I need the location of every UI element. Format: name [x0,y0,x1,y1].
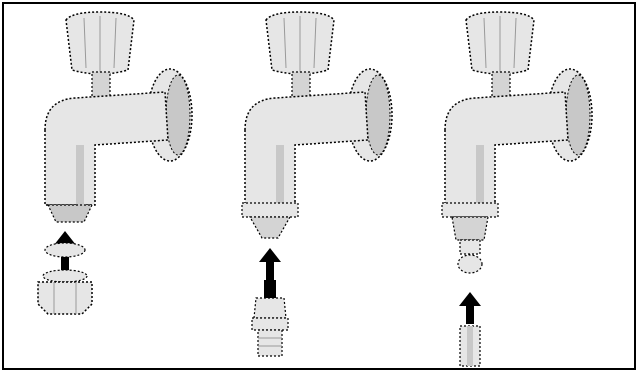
panel-2 [242,12,392,357]
hose-icon [459,325,481,367]
panel-3 [442,12,592,367]
arrow-up-icon [459,292,481,324]
tap-icon [445,12,592,205]
threaded-adapter-icon [37,269,93,315]
arrow-up-icon [259,248,281,280]
hose-coupling-icon [251,280,289,357]
tap-icon [45,12,192,205]
panel-1 [37,12,192,315]
tap-icon [245,12,392,205]
